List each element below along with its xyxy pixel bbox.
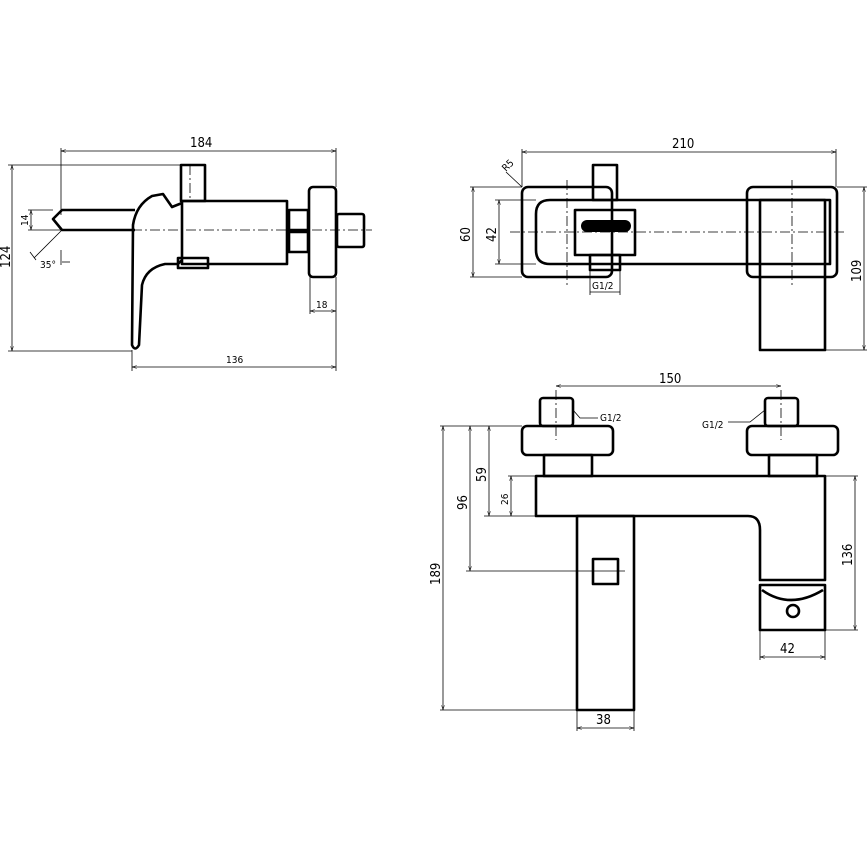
- handle: [758, 198, 827, 352]
- label-g1-2: G1/2: [592, 281, 613, 292]
- dim-38: 38: [596, 713, 611, 728]
- dim-124: 124: [0, 246, 14, 268]
- dim-42: 42: [485, 227, 500, 242]
- outlet-stub: [588, 253, 622, 272]
- dim-18: 18: [316, 300, 328, 311]
- dim-r5: R5: [500, 158, 516, 174]
- dim-59: 59: [475, 467, 490, 482]
- left-inlet-stub: [538, 396, 575, 428]
- dim-42-front: 42: [780, 642, 795, 657]
- dim-150: 150: [659, 372, 681, 387]
- nut-bottom: [287, 230, 310, 254]
- dim-109: 109: [850, 260, 865, 282]
- front-view: 150 G1/2 G1/2 189 96 59 26 136 42 38: [429, 372, 858, 731]
- dim-35-deg: 35°: [40, 260, 56, 271]
- inlet-connector: [335, 212, 366, 249]
- dim-136-front: 136: [841, 544, 856, 566]
- body: [534, 198, 832, 266]
- left-flange: [520, 424, 615, 457]
- label-g1-2-right: G1/2: [702, 420, 723, 431]
- lever-handle: [130, 192, 183, 350]
- dim-210: 210: [672, 137, 694, 152]
- inlet-stub: [179, 163, 207, 203]
- inlet-stub: [591, 163, 619, 202]
- dim-96: 96: [456, 495, 471, 510]
- label-g1-2-left: G1/2: [600, 413, 621, 424]
- dim-136: 136: [226, 355, 243, 366]
- diverter: [758, 583, 827, 632]
- dim-184: 184: [190, 136, 212, 151]
- side-view: 184 124 14 35° 18 136: [0, 136, 372, 371]
- left-nut: [542, 453, 594, 478]
- wall-flange: [307, 185, 338, 279]
- top-view: 210 R5 60 42 109 G1/2: [459, 137, 867, 352]
- right-inlet-stub: [763, 396, 800, 428]
- dim-189: 189: [429, 563, 444, 585]
- diverter-cartridge: [573, 208, 637, 257]
- spout-square: [591, 557, 620, 586]
- diverter-slot: [581, 220, 631, 232]
- diverter-knob: [785, 603, 801, 619]
- dim-14: 14: [20, 214, 31, 226]
- right-nut: [767, 453, 819, 478]
- body: [534, 474, 827, 582]
- right-flange: [745, 424, 840, 457]
- dim-60: 60: [459, 227, 474, 242]
- dim-26: 26: [500, 493, 511, 505]
- spout: [575, 514, 636, 712]
- nut-top: [287, 208, 310, 232]
- body: [180, 199, 289, 266]
- spout: [51, 208, 135, 232]
